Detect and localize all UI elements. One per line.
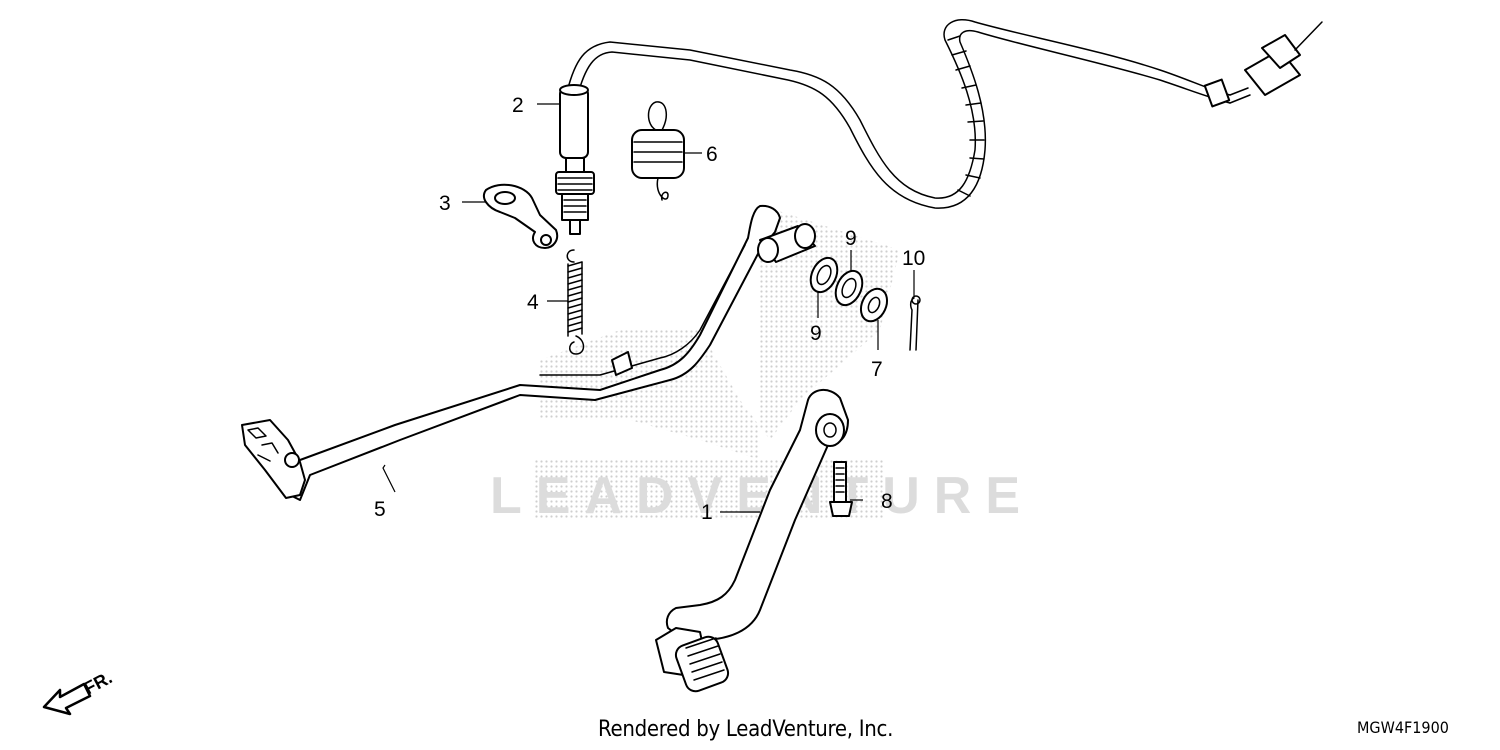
oil-seal-9b (834, 269, 864, 307)
drawing-code: MGW4F1900 (1357, 718, 1449, 737)
pinch-bolt (829, 461, 853, 517)
callout-10: 10 (902, 247, 925, 270)
callout-9-upper: 9 (845, 227, 857, 250)
cotter-pin (909, 295, 921, 351)
callout-6: 6 (706, 143, 718, 166)
oil-seal-9a (809, 256, 839, 294)
callout-4: 4 (527, 291, 539, 314)
switch-clip (482, 183, 559, 249)
callout-3: 3 (439, 192, 451, 215)
watermark-text: LEADVENTURE (490, 467, 1034, 525)
wire-connector (1203, 21, 1323, 108)
rendered-by-credit: Rendered by LeadVenture, Inc. (598, 717, 894, 742)
pedal-pivot-boss (757, 223, 816, 263)
callout-5: 5 (374, 498, 386, 521)
leader-lines (382, 103, 915, 513)
switch-spring (566, 249, 585, 355)
callout-1: 1 (701, 501, 713, 524)
switch-harness-wire (566, 19, 1323, 209)
watermark-logo: LEADVENTURE (490, 205, 1034, 525)
brake-pedal (241, 204, 816, 501)
callout-7: 7 (871, 358, 883, 381)
washer (859, 287, 889, 323)
front-direction-arrow-icon: FR. (42, 667, 115, 716)
callout-8: 8 (881, 490, 893, 513)
return-spring (631, 101, 685, 201)
callout-9-lower: 9 (810, 322, 822, 345)
callout-2: 2 (512, 94, 524, 117)
stop-switch (555, 84, 595, 235)
gearshift-pedal (655, 389, 849, 693)
